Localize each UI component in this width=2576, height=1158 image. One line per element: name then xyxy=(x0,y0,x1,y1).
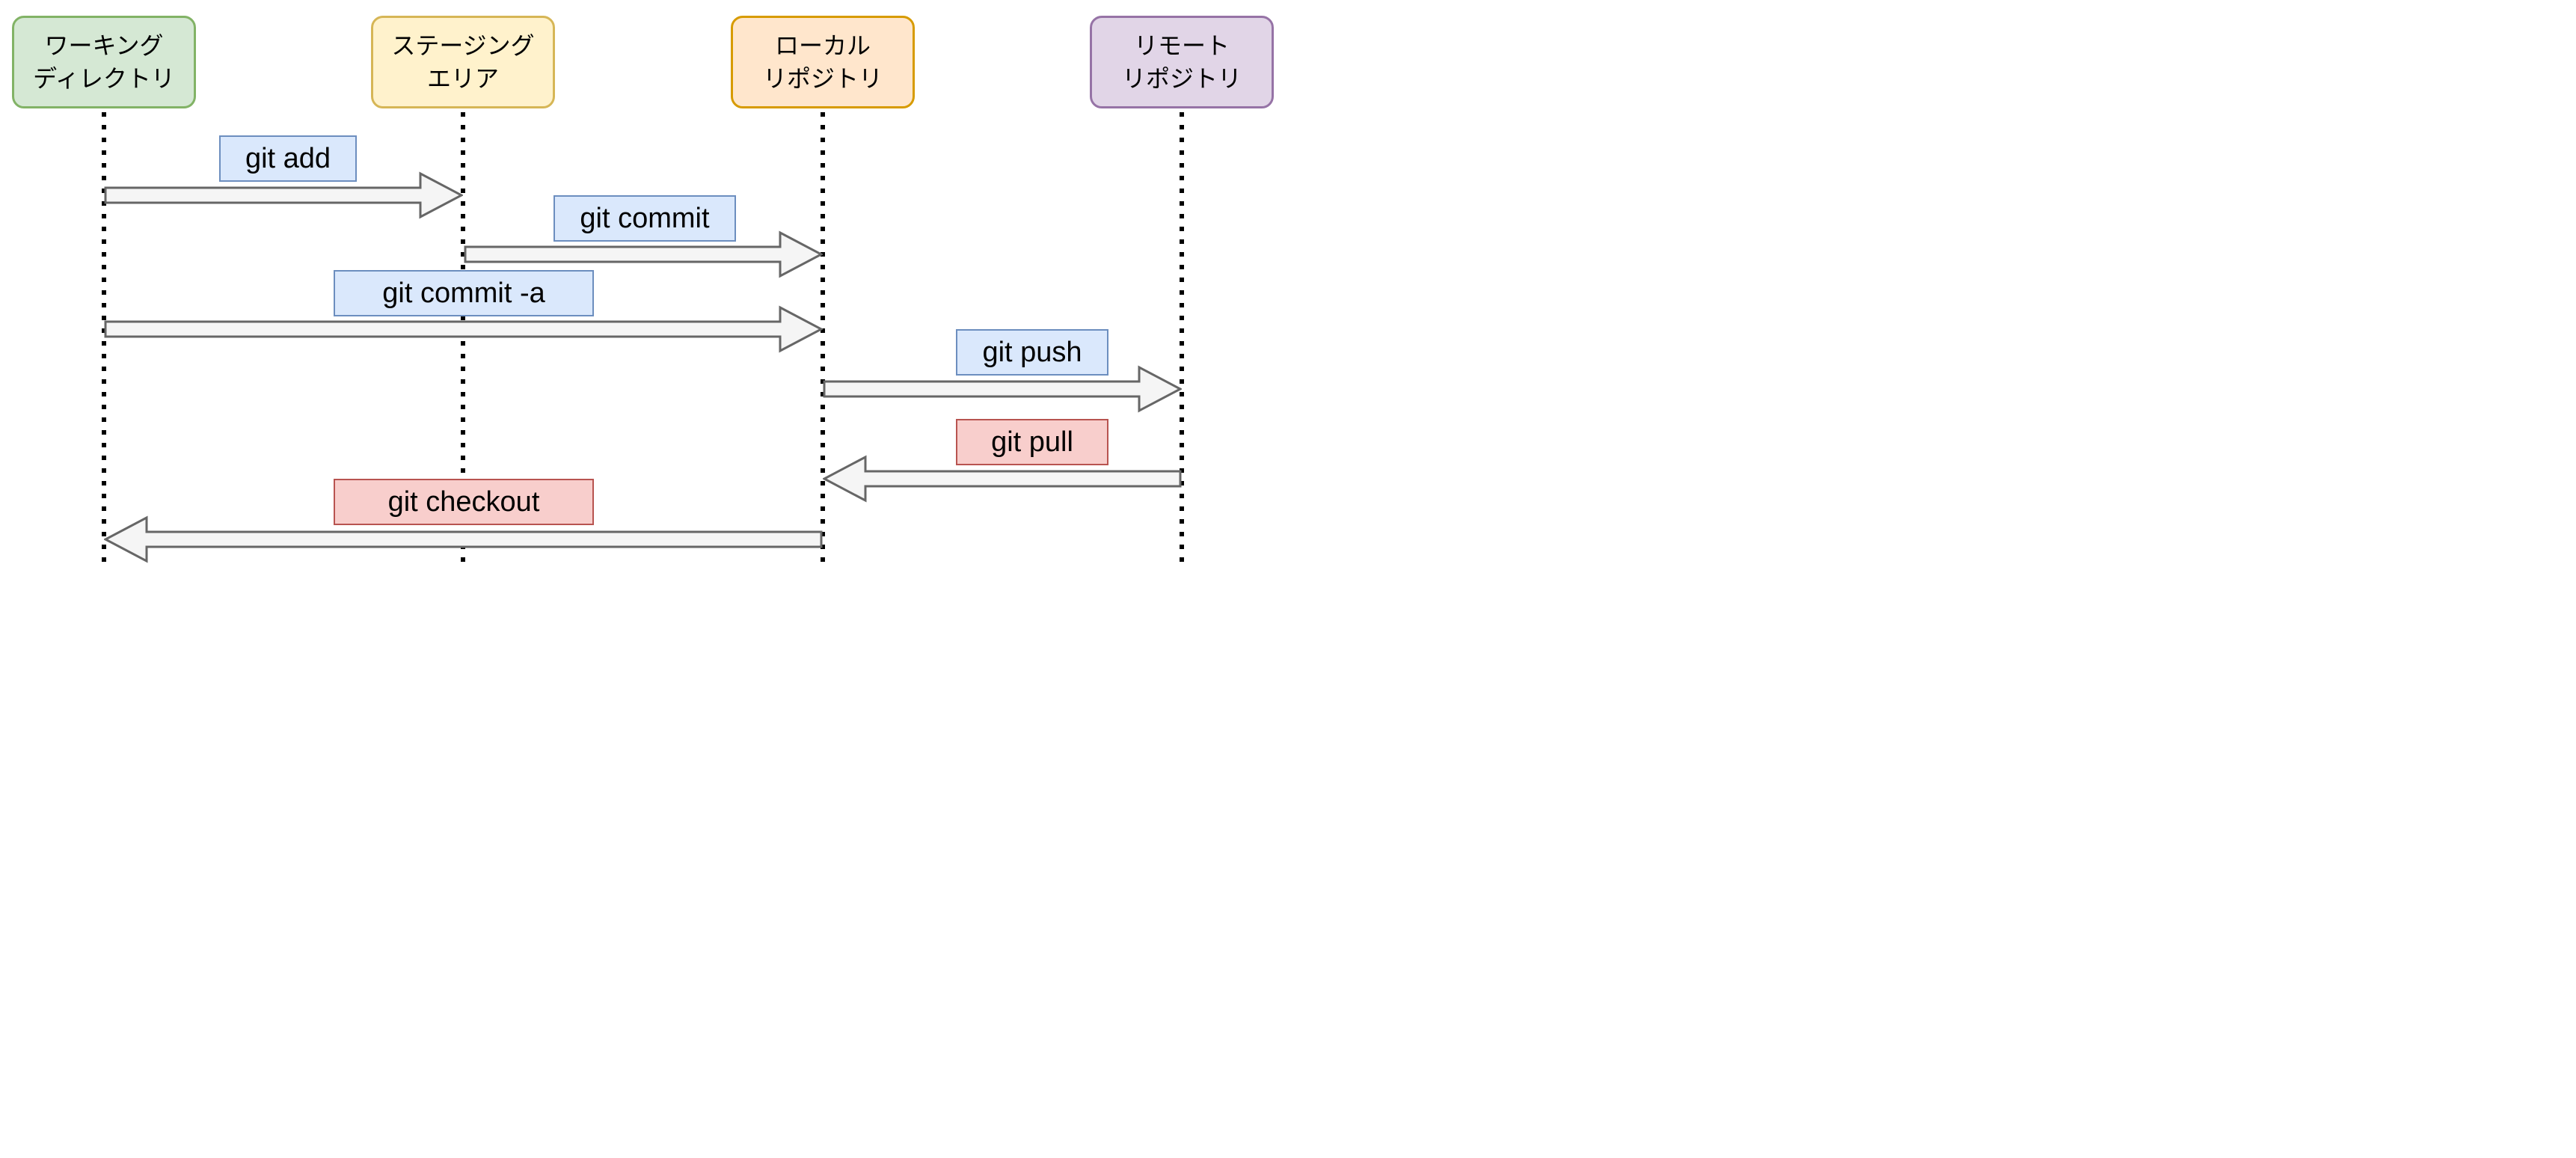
arrow-git-add xyxy=(104,171,463,219)
command-text: git pull xyxy=(991,426,1073,458)
command-label-git-commit-a: git commit -a xyxy=(334,270,594,316)
command-text: git checkout xyxy=(387,485,540,518)
arrow-git-commit xyxy=(464,230,823,278)
actor-label-line1: ステージング xyxy=(391,32,535,59)
command-label-git-checkout: git checkout xyxy=(334,479,594,525)
actor-label-line1: リモート xyxy=(1133,32,1230,59)
right-arrow-shape xyxy=(823,365,1182,413)
right-arrow-shape xyxy=(464,230,823,278)
left-arrow-shape xyxy=(104,515,823,563)
command-label-git-commit: git commit xyxy=(553,195,736,242)
command-label-git-push: git push xyxy=(956,329,1108,376)
left-arrow-shape xyxy=(823,455,1182,503)
right-arrow-shape xyxy=(104,171,463,219)
actor-label-line2: ディレクトリ xyxy=(33,65,175,92)
command-text: git commit xyxy=(580,202,710,234)
lifeline-staging-area xyxy=(461,112,465,567)
lifeline-local-repository xyxy=(821,112,825,567)
arrow-git-checkout xyxy=(104,515,823,563)
actor-label-line1: ローカル xyxy=(774,32,871,59)
arrow-git-push xyxy=(823,365,1182,413)
actor-local-repository: ローカル リポジトリ xyxy=(731,16,915,108)
right-arrow-shape xyxy=(104,305,823,353)
git-workflow-diagram: git add git commit git commit -a git pus… xyxy=(0,0,1288,579)
lifeline-working-directory xyxy=(102,112,106,567)
command-text: git add xyxy=(245,142,331,174)
command-label-git-pull: git pull xyxy=(956,419,1108,465)
command-text: git commit -a xyxy=(382,277,545,309)
actor-label-line2: リポジトリ xyxy=(762,65,883,92)
actor-staging-area: ステージング エリア xyxy=(371,16,555,108)
actor-label-line2: エリア xyxy=(426,65,499,92)
arrow-git-commit-a xyxy=(104,305,823,353)
command-label-git-add: git add xyxy=(219,135,357,182)
actor-remote-repository: リモート リポジトリ xyxy=(1090,16,1274,108)
arrow-git-pull xyxy=(823,455,1182,503)
command-text: git push xyxy=(982,336,1082,368)
actor-label-line2: リポジトリ xyxy=(1121,65,1242,92)
lifeline-remote-repository xyxy=(1180,112,1184,567)
actor-label-line1: ワーキング xyxy=(44,32,164,59)
actor-working-directory: ワーキング ディレクトリ xyxy=(12,16,196,108)
